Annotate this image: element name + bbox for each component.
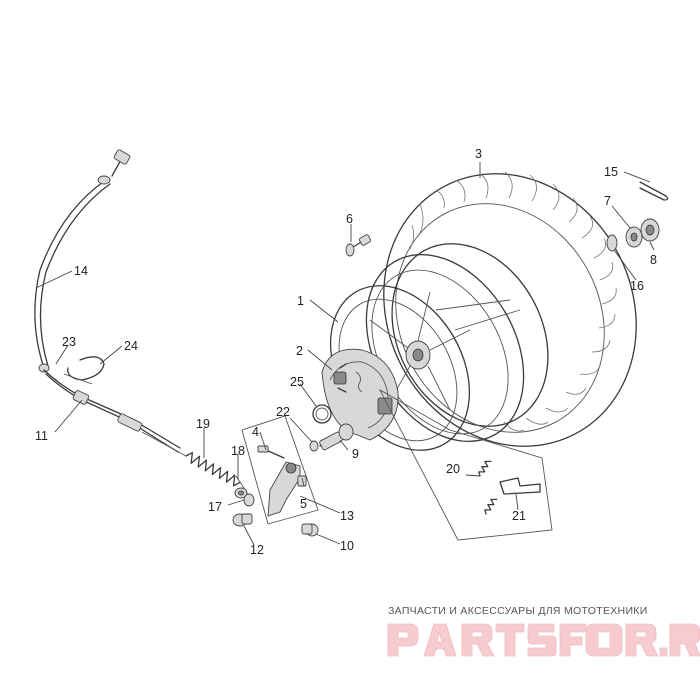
callout-10: 10 bbox=[340, 539, 354, 553]
callout-18: 18 bbox=[231, 444, 245, 458]
axle-nut-set bbox=[606, 218, 660, 252]
callout-22: 22 bbox=[276, 405, 290, 419]
brake-plate bbox=[321, 348, 399, 441]
callout-7: 7 bbox=[604, 194, 611, 208]
callout-24: 24 bbox=[124, 339, 138, 353]
washer-nut bbox=[235, 475, 255, 507]
callout-5: 5 bbox=[300, 497, 307, 511]
callout-4: 4 bbox=[252, 425, 259, 439]
callout-23: 23 bbox=[62, 335, 76, 349]
brake-spring-set bbox=[378, 388, 553, 541]
o-ring bbox=[312, 404, 332, 424]
callout-11: 11 bbox=[35, 429, 48, 443]
callout-16: 16 bbox=[630, 279, 644, 293]
wheel-rim bbox=[329, 253, 525, 451]
callout-labels: 1 2 3 4 5 6 7 8 9 10 11 12 13 14 15 16 1… bbox=[35, 147, 657, 557]
callout-20: 20 bbox=[446, 462, 460, 476]
callout-13: 13 bbox=[340, 509, 354, 523]
callout-8: 8 bbox=[650, 253, 657, 267]
bolt-pair bbox=[232, 513, 319, 537]
callout-3: 3 bbox=[475, 147, 482, 161]
watermark-tagline: ЗАПЧАСТИ И АКСЕССУАРЫ ДЛЯ МОТОТЕХНИКИ bbox=[388, 605, 648, 617]
cable-spring bbox=[185, 451, 248, 499]
valve-pin bbox=[345, 234, 372, 257]
callout-25: 25 bbox=[290, 375, 304, 389]
callout-15: 15 bbox=[604, 165, 618, 179]
callout-21: 21 bbox=[512, 509, 526, 523]
brake-cable bbox=[34, 149, 187, 457]
callout-14: 14 bbox=[74, 264, 88, 278]
cotter-pin bbox=[639, 181, 669, 201]
brake-cam bbox=[309, 423, 354, 452]
callout-17: 17 bbox=[208, 500, 222, 514]
callout-9: 9 bbox=[352, 447, 359, 461]
callout-2: 2 bbox=[296, 344, 303, 358]
callout-1: 1 bbox=[297, 294, 304, 308]
callout-6: 6 bbox=[346, 212, 353, 226]
partsfor-logo bbox=[387, 623, 700, 657]
callout-12: 12 bbox=[250, 543, 264, 557]
cable-clip bbox=[63, 356, 105, 385]
leader-lines bbox=[35, 162, 655, 546]
callout-19: 19 bbox=[196, 417, 210, 431]
tire bbox=[383, 171, 637, 447]
